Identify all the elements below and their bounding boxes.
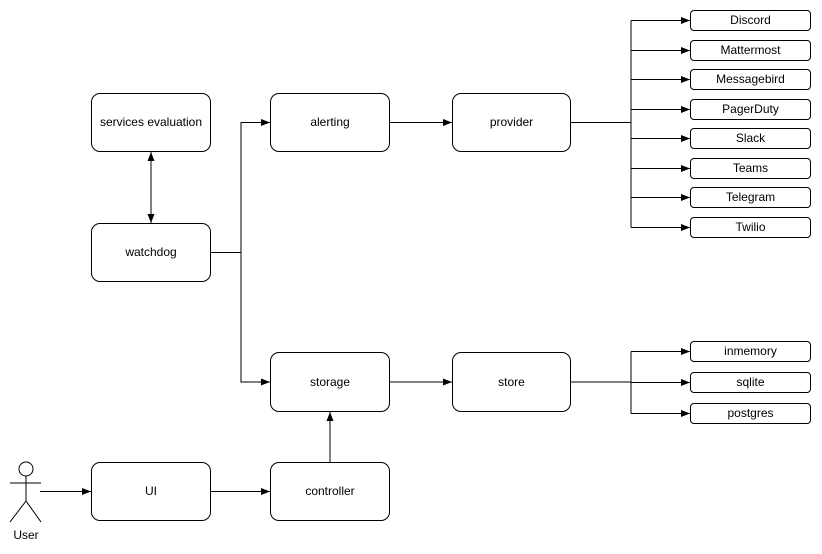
node-provider-twilio: Twilio: [690, 217, 811, 238]
edge-watchdog-storage: [240, 252, 270, 386]
node-store-postgres: postgres: [690, 403, 811, 424]
user-actor-label: User: [13, 528, 39, 542]
edge-store-trunk: [571, 351, 632, 414]
node-ui: UI: [91, 462, 211, 521]
edge-provider-trunk: [571, 20, 632, 228]
node-services-evaluation: services evaluation: [91, 93, 211, 152]
node-alerting: alerting: [270, 93, 390, 152]
node-controller: controller: [270, 462, 390, 521]
node-provider-discord: Discord: [690, 10, 811, 31]
node-store-sqlite: sqlite: [690, 372, 811, 393]
node-provider-messagebird: Messagebird: [690, 69, 811, 90]
node-store-inmemory: inmemory: [690, 341, 811, 362]
node-provider-slack: Slack: [690, 128, 811, 149]
node-provider: provider: [452, 93, 571, 152]
node-watchdog: watchdog: [91, 223, 211, 282]
user-actor-icon: [9, 461, 42, 523]
edge-watchdog-alerting: [211, 119, 270, 253]
node-store: store: [452, 352, 571, 412]
node-provider-teams: Teams: [690, 158, 811, 179]
node-storage: storage: [270, 352, 390, 412]
node-provider-mattermost: Mattermost: [690, 40, 811, 61]
node-provider-pagerduty: PagerDuty: [690, 99, 811, 120]
node-provider-telegram: Telegram: [690, 187, 811, 208]
